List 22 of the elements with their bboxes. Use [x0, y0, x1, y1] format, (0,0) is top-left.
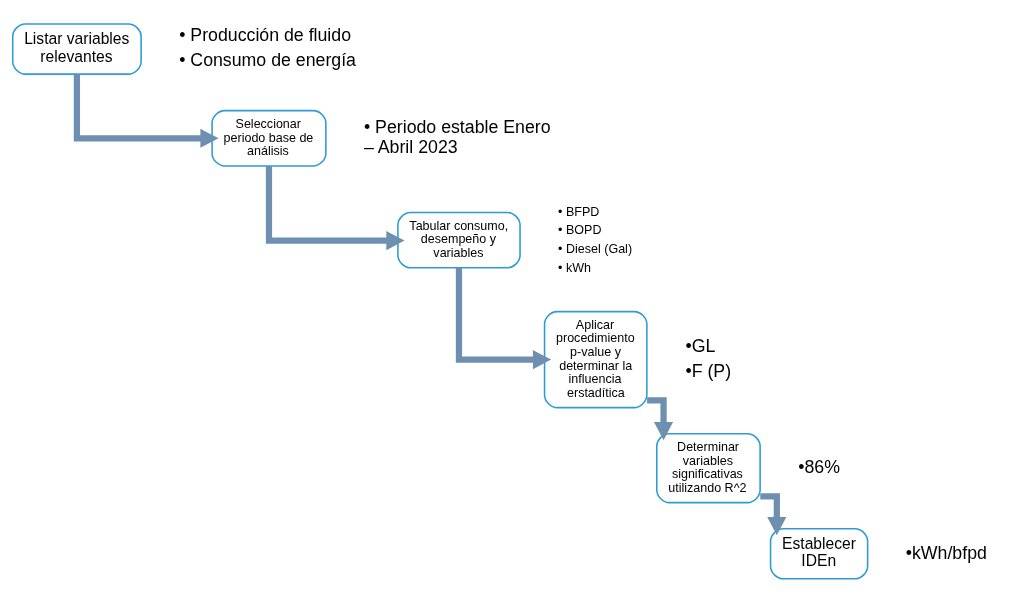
node-box: Seleccionar periodo base de análisis: [211, 109, 327, 167]
node-label: •GL: [685, 335, 716, 356]
arrow: [265, 166, 405, 251]
arrow: [455, 267, 552, 370]
node-label: • Consumo de energía: [179, 50, 356, 71]
node-box: Establecer IDEn: [769, 527, 869, 580]
node-label: • Diesel (Gal): [558, 242, 633, 257]
node-label: • Producción de fluido: [179, 25, 352, 46]
node-box: Determinar variables significativas utilizando R^2: [656, 432, 761, 504]
node-label: • kWh: [558, 261, 592, 276]
node-label: • BOPD: [558, 223, 602, 238]
node-box: Aplicar procedimiento p-value y determinar la influencia erstadítica: [543, 310, 648, 409]
node-box: Tabular consumo, desempeño y variables: [397, 211, 521, 269]
arrow: [647, 397, 674, 441]
node-label: •86%: [798, 456, 840, 477]
arrow: [760, 493, 787, 536]
node-label: • Periodo estable Enero – Abril 2023: [363, 116, 551, 157]
node-label: •kWh/bfpd: [905, 542, 987, 563]
node-label: • BFPD: [558, 204, 600, 219]
arrow: [73, 74, 219, 148]
node-box: Listar variables relevantes: [11, 23, 142, 75]
node-label: •F (P): [685, 360, 732, 381]
